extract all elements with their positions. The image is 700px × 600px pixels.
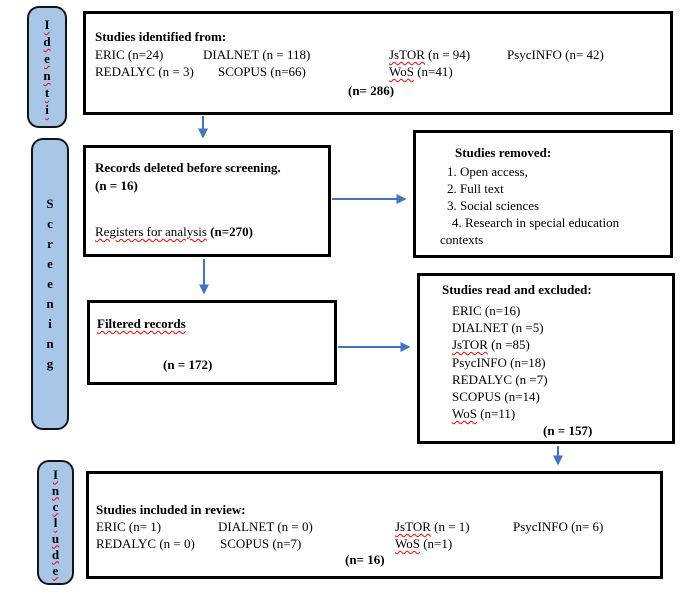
excluded-psycinfo: PsycINFO (n=18) — [452, 355, 546, 370]
excluded-jstor: JsTOR (n =85) — [452, 337, 530, 352]
included-total: (n= 16) — [345, 552, 385, 567]
stage-letter: n — [43, 68, 51, 83]
identified-psycinfo: PsycINFO (n= 42) — [507, 47, 604, 62]
excluded-eric: ERIC (n=16) — [452, 303, 521, 318]
removed-item-3: 3. Social sciences — [447, 198, 540, 213]
identified-box: Studies identified from: ERIC (n=24) DIA… — [83, 11, 673, 115]
records-title: Records deleted before screening. — [95, 160, 281, 175]
filtered-count: (n = 172) — [163, 357, 213, 372]
removed-item-4: 4. Research in special education — [452, 215, 620, 230]
stage-letter: i — [48, 316, 52, 331]
identified-scopus: SCOPUS (n=66) — [218, 64, 306, 79]
stage-letter: u — [51, 530, 60, 546]
removed-item-4-wrap: contexts — [440, 232, 484, 247]
filtered-records-box: Filtered records (n = 172) — [87, 300, 337, 385]
stage-letter: n — [46, 336, 54, 351]
excluded-redalyc: REDALYC (n =7) — [452, 372, 548, 387]
stage-letter: e — [44, 51, 50, 66]
stage-letter: I — [44, 17, 50, 32]
included-jstor: JsTOR (n = 1) — [395, 519, 470, 534]
identified-redalyc: REDALYC (n = 3) — [95, 64, 194, 79]
stage-letter: l — [53, 514, 58, 530]
stage-label-include: I n c l u d e — [37, 460, 74, 585]
studies-removed-box: Studies removed: 1. Open access, 2. Full… — [413, 130, 673, 258]
identified-eric: ERIC (n=24) — [95, 47, 164, 62]
identified-title: Studies identified from: — [95, 29, 227, 44]
included-dialnet: DIALNET (n = 0) — [218, 519, 313, 534]
filtered-title: Filtered records — [97, 316, 186, 331]
removed-title: Studies removed: — [455, 145, 552, 160]
stage-letter: I — [52, 466, 59, 482]
stage-letter: r — [47, 236, 53, 251]
excluded-title: Studies read and excluded: — [442, 282, 592, 297]
excluded-wos: WoS (n=11) — [452, 406, 516, 421]
stage-letter: g — [46, 356, 54, 371]
stage-label-identification: I d e n t i — [27, 6, 67, 128]
included-redalyc: REDALYC (n = 0) — [96, 536, 195, 551]
excluded-scopus: SCOPUS (n=14) — [452, 389, 540, 404]
records-count: (n = 16) — [95, 178, 138, 193]
identified-wos: WoS (n=41) — [389, 64, 453, 79]
included-title: Studies included in review: — [96, 502, 246, 517]
read-excluded-box: Studies read and excluded: ERIC (n=16) D… — [417, 273, 675, 444]
excluded-total: (n = 157) — [543, 423, 593, 438]
removed-item-2: 2. Full text — [447, 181, 504, 196]
included-scopus: SCOPUS (n=7) — [220, 536, 302, 551]
stage-letter: e — [47, 256, 53, 271]
records-registers: Registers for analysis (n=270) — [95, 224, 253, 239]
stage-letter: c — [47, 216, 53, 231]
included-wos: WoS (n=1) — [395, 536, 453, 551]
stage-letter: e — [47, 276, 53, 291]
included-box: Studies included in review: ERIC (n= 1) … — [86, 471, 663, 579]
identified-total: (n= 286) — [348, 83, 395, 98]
records-deleted-box: Records deleted before screening. (n = 1… — [83, 145, 331, 257]
stage-letter: d — [51, 546, 60, 562]
included-psycinfo: PsycINFO (n= 6) — [513, 519, 604, 534]
stage-letter: t — [44, 85, 50, 100]
stage-letter: i — [45, 102, 49, 117]
stage-letter: n — [46, 296, 54, 311]
included-eric: ERIC (n= 1) — [96, 519, 162, 534]
identified-jstor: JsTOR (n = 94) — [389, 47, 471, 62]
stage-letter: n — [51, 482, 60, 498]
removed-item-1: 1. Open access, — [447, 164, 528, 179]
identified-dialnet: DIALNET (n = 118) — [203, 47, 311, 62]
stage-letter: d — [43, 34, 51, 49]
excluded-dialnet: DIALNET (n =5) — [452, 320, 544, 335]
stage-label-screening: S c r e e n i n g — [31, 138, 69, 430]
stage-letter: S — [46, 196, 54, 211]
stage-letter: e — [52, 562, 59, 578]
stage-letter: c — [52, 498, 59, 514]
